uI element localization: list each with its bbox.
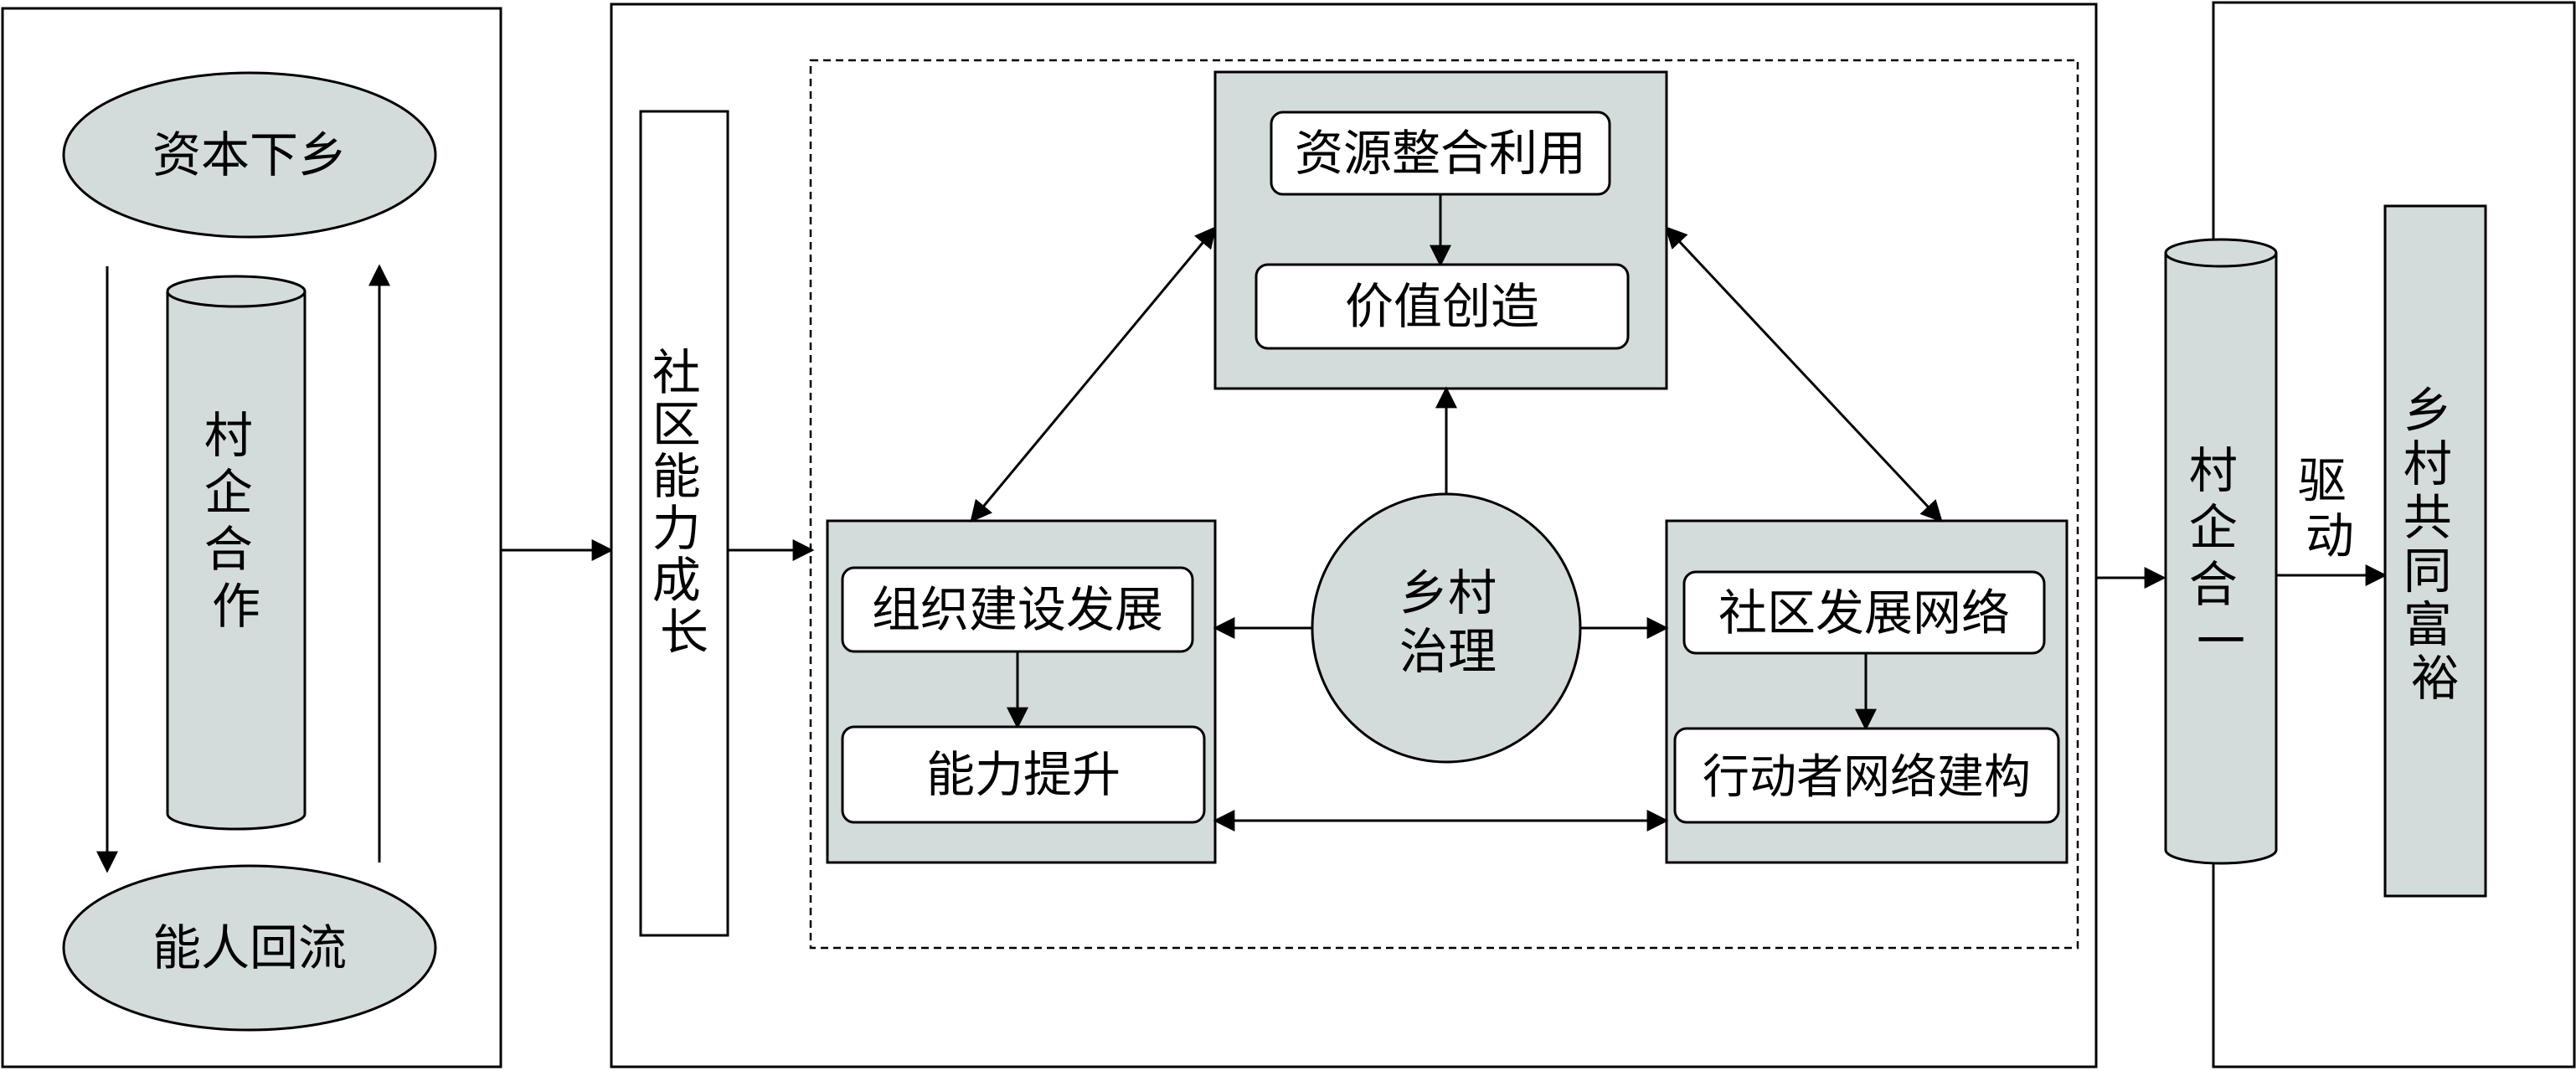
capacity-improvement-box <box>841 725 1206 824</box>
arrow-left-top-bidirectional <box>970 226 1217 523</box>
rural-governance-label-line2: 治理 <box>1399 623 1497 680</box>
community-network-box <box>1682 570 2046 655</box>
actor-network-label: 行动者网络建构 <box>1703 750 2031 805</box>
community-capacity-label: 社 区 能 力 成 长 <box>652 344 716 661</box>
value-creation-box <box>1255 263 1630 350</box>
arrow-top-right-bidirectional <box>1665 226 1943 523</box>
value-creation-label: 价值创造 <box>1345 278 1539 335</box>
village-enterprise-unity-cylinder <box>2164 238 2278 865</box>
drive-label: 驱 动 <box>2298 452 2362 564</box>
village-enterprise-cooperation-label: 村 企 合 作 <box>204 407 268 635</box>
village-enterprise-unity-label: 村 企 合 一 <box>2189 442 2253 670</box>
capital-to-countryside-label: 资本下乡 <box>152 126 347 183</box>
capacity-improvement-label: 能力提升 <box>926 746 1121 803</box>
village-enterprise-cooperation-cylinder <box>166 275 307 831</box>
community-network-label: 社区发展网络 <box>1718 584 2010 641</box>
actor-network-box <box>1673 727 2060 824</box>
governance-model-dashed-frame <box>809 59 2079 950</box>
common-prosperity-box <box>2383 204 2487 898</box>
capital-to-countryside-ellipse <box>62 71 437 239</box>
organization-building-label: 组织建设发展 <box>872 581 1163 638</box>
resource-integration-label: 资源整合利用 <box>1295 125 1586 182</box>
community-capacity-box <box>639 110 729 937</box>
common-prosperity-label: 乡 村 共 同 富 裕 <box>2403 382 2467 707</box>
talent-return-label: 能人回流 <box>152 919 347 976</box>
talent-return-ellipse <box>62 864 437 1032</box>
rural-governance-label-line1: 乡村 <box>1399 564 1497 621</box>
